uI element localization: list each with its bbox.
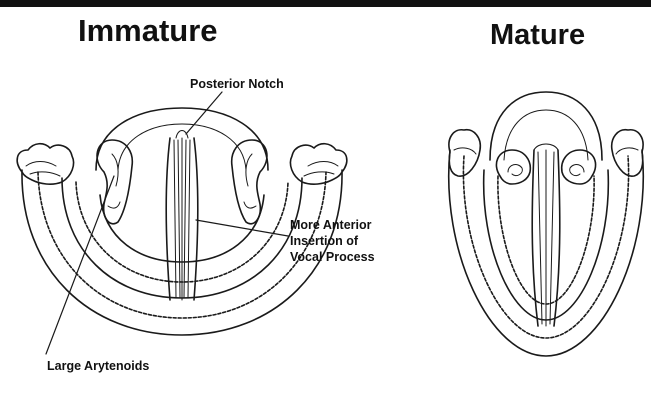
mature-right-cartilage-shading (616, 148, 638, 154)
anterior-insertion-label-line: More Anterior (290, 217, 375, 233)
mature-larynx-drawing (449, 92, 644, 356)
immature-right-cartilage (290, 144, 346, 184)
immature-right-arytenoid-detail (244, 154, 256, 208)
posterior-notch-label: Posterior Notch (190, 76, 284, 92)
immature-vocal-fold-strands (174, 138, 190, 300)
mature-left-arytenoid (496, 150, 530, 184)
mature-right-arytenoid (562, 150, 596, 184)
immature-right-vocal-fold (194, 138, 198, 300)
mature-right-arytenoid-curl (570, 165, 584, 176)
immature-left-cartilage (17, 144, 73, 184)
posterior-notch-leader (186, 92, 222, 134)
immature-left-arytenoid-detail (108, 154, 120, 208)
mature-right-vocal-fold (554, 150, 560, 326)
mature-left-arytenoid-curl (508, 165, 522, 176)
anterior-insertion-leader (196, 220, 288, 236)
mature-vocal-fold-strands (538, 150, 554, 326)
large-arytenoids-leader (46, 176, 114, 354)
immature-left-cartilage-shading (26, 162, 60, 177)
anterior-insertion-label: More Anterior Insertion of Vocal Process (290, 217, 375, 265)
anterior-insertion-label-line: Insertion of (290, 233, 375, 249)
mature-glottis-top (534, 144, 558, 150)
anterior-insertion-label-line: Vocal Process (290, 249, 375, 265)
immature-left-vocal-fold (166, 138, 170, 300)
large-arytenoids-label: Large Arytenoids (47, 358, 149, 374)
mature-left-cartilage-shading (454, 148, 476, 154)
immature-right-cartilage-shading (304, 162, 338, 177)
